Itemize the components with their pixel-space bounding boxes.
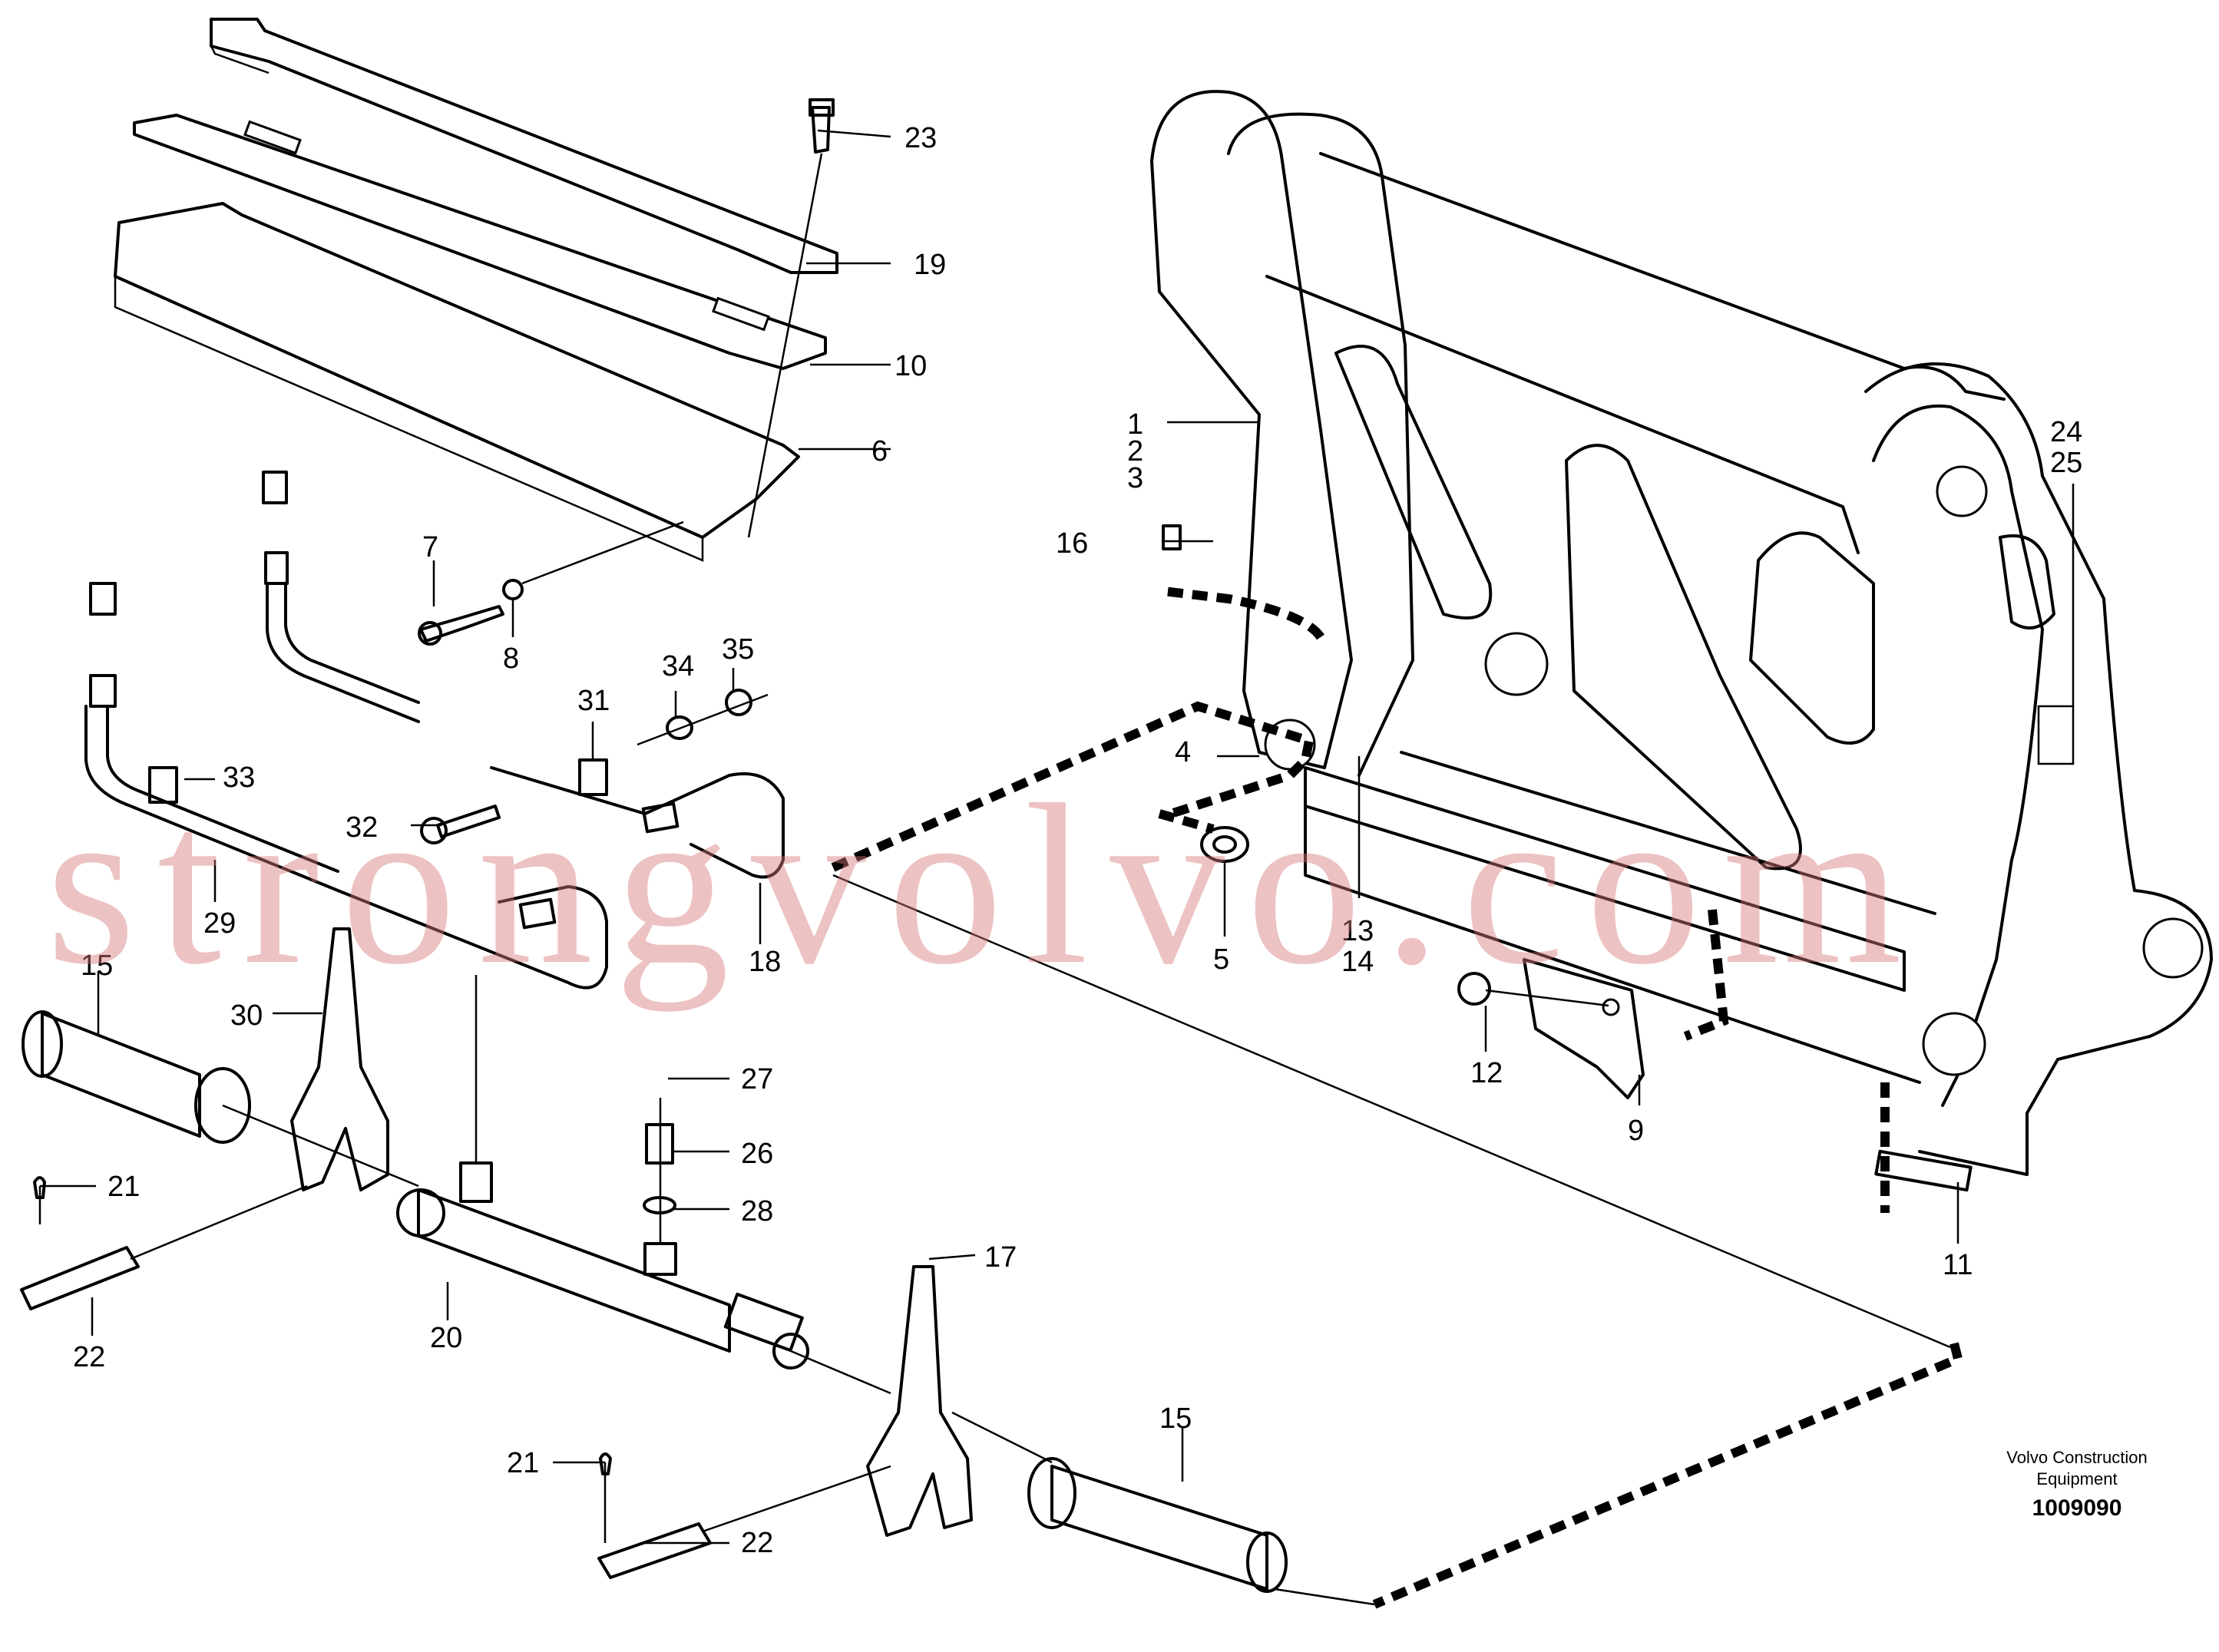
callout-27: 27 [741,1063,773,1095]
callout-35: 35 [722,633,754,666]
callout-16: 16 [1056,527,1088,560]
callout-11: 11 [1943,1249,1973,1281]
callout-26: 26 [741,1138,773,1170]
callout-2: 2 [1127,435,1143,468]
bolt-32 [420,805,501,844]
bolt-7 [418,520,684,646]
callout-10: 10 [895,350,927,382]
plate-6 [114,202,800,562]
grease-nipple-16 [1162,524,1182,550]
publisher-caption: Volvo Construction Equipment 1009090 [1962,1447,2192,1521]
callout-30: 30 [230,999,263,1032]
hose-assembly [84,471,785,990]
washer-5 [1200,826,1249,863]
callout-3: 3 [1127,462,1143,494]
callout-15-right: 15 [1159,1403,1192,1435]
document-number: 1009090 [2032,1495,2122,1521]
clevis-17 [866,1265,973,1537]
pin-15-right [1027,1457,1288,1593]
brand-line-1: Volvo Construction [2006,1448,2148,1467]
pin-15-left [21,1010,251,1144]
cylinder-20 [396,975,809,1370]
callout-21-right: 21 [507,1447,539,1479]
callout-21-left: 21 [107,1171,140,1203]
callout-28: 28 [741,1195,773,1227]
callout-34: 34 [662,650,694,682]
callout-33: 33 [223,762,255,794]
nipple-26 [643,1123,676,1214]
clamp-31 [578,758,608,796]
callout-9: 9 [1628,1115,1644,1147]
pin-22-right [597,1465,891,1579]
callout-15-left: 15 [81,950,113,982]
bracket-9 [1485,958,1645,1099]
dashed-grouping-lines [831,586,1964,1609]
callout-18: 18 [749,946,781,978]
callout-17: 17 [984,1241,1017,1274]
callout-4: 4 [1175,736,1191,768]
callout-7: 7 [422,531,438,563]
plate-10 [133,114,827,370]
callout-25: 25 [2050,447,2082,479]
callout-23: 23 [904,122,937,154]
brand-line-2: Equipment [2036,1469,2118,1488]
callout-22-left: 22 [73,1341,105,1373]
callout-6: 6 [871,435,888,468]
callout-1: 1 [1127,408,1143,441]
attachment-frame [1150,90,2213,1192]
washer-34-nut-35 [637,689,769,746]
clevis-30 [290,927,389,1191]
callout-13: 13 [1341,915,1374,947]
leader-lines [38,129,2075,1545]
callout-8: 8 [503,643,519,675]
clamp-33 [148,766,178,804]
wear-plate-19 [210,18,838,274]
callout-labels: 23 19 10 6 1 2 3 16 4 5 13 14 24 25 12 9… [73,122,2082,1559]
callout-20: 20 [430,1322,462,1354]
callout-31: 31 [577,685,610,717]
callout-29: 29 [203,907,236,940]
bolt-23 [747,98,835,538]
callout-12: 12 [1470,1057,1503,1089]
pin-22-left [20,1184,308,1310]
callout-5: 5 [1213,943,1229,976]
nut-12 [1457,972,1491,1006]
callout-14: 14 [1341,946,1374,978]
callout-19: 19 [914,249,946,281]
callout-24: 24 [2050,416,2082,448]
callout-32: 32 [346,811,378,844]
callout-22-right: 22 [741,1527,773,1559]
